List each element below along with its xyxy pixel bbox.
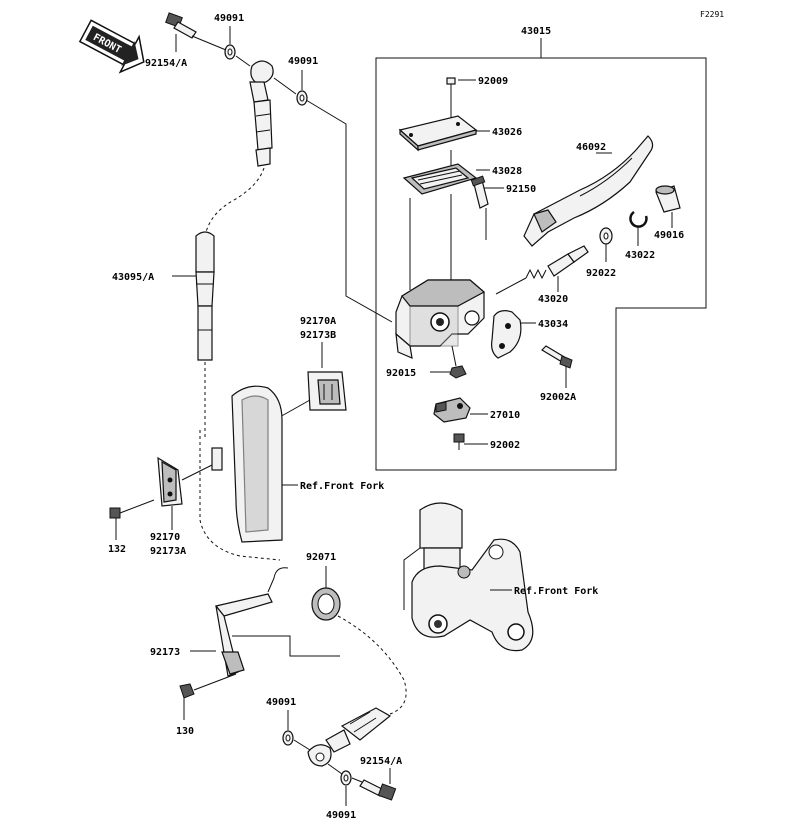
banjo-bolt-top bbox=[165, 12, 197, 39]
hose-fitting-top bbox=[249, 60, 274, 167]
brake-lever-46092 bbox=[523, 135, 654, 247]
callout-92150: 92150 bbox=[506, 184, 536, 195]
bracket-92170-92173A bbox=[157, 456, 183, 507]
screw-92002 bbox=[453, 433, 465, 450]
callout-27010: 27010 bbox=[490, 410, 520, 421]
piston-assembly-43020 bbox=[495, 245, 589, 295]
callout-92173: 92173 bbox=[150, 647, 180, 658]
washer-49091-d bbox=[340, 770, 352, 786]
switch-27010 bbox=[433, 397, 471, 423]
bleeder-92150 bbox=[470, 175, 489, 209]
fork-guard bbox=[231, 385, 283, 543]
callout-92173B: 92173B bbox=[300, 330, 336, 341]
callout-49091-d: 49091 bbox=[326, 810, 356, 821]
bolt-92002A bbox=[541, 345, 573, 369]
bolt-132 bbox=[109, 499, 155, 519]
washer-49091-c bbox=[282, 730, 294, 746]
callout-92170: 92170 bbox=[150, 532, 180, 543]
assembly-43015-outline bbox=[375, 57, 707, 471]
washer-49091-a bbox=[224, 44, 236, 60]
fork-lower-assembly bbox=[411, 502, 534, 652]
callout-49091-b: 49091 bbox=[288, 56, 318, 67]
callout-92009: 92009 bbox=[478, 76, 508, 87]
diaphragm-43028 bbox=[402, 163, 478, 195]
callout-43026: 43026 bbox=[492, 127, 522, 138]
boot-49016 bbox=[655, 185, 681, 213]
front-direction-badge: FRONT bbox=[78, 19, 145, 74]
callout-49091-a: 49091 bbox=[214, 13, 244, 24]
nut-92015 bbox=[449, 365, 467, 379]
callout-92154A-top: 92154/A bbox=[145, 58, 187, 69]
grommet-92071 bbox=[311, 587, 341, 621]
bracket-92170A-92173B bbox=[307, 371, 347, 411]
brake-hose-43095A bbox=[195, 231, 215, 361]
figure-code: F2291 bbox=[700, 10, 724, 19]
master-cylinder-body bbox=[395, 279, 486, 359]
ref-front-fork-1: Ref.Front Fork bbox=[300, 481, 384, 492]
callout-92173A: 92173A bbox=[150, 546, 186, 557]
callout-92002: 92002 bbox=[490, 440, 520, 451]
callout-43022: 43022 bbox=[625, 250, 655, 261]
callout-43095A: 43095/A bbox=[112, 272, 154, 283]
clamp-43034 bbox=[491, 310, 522, 359]
callout-49091-c: 49091 bbox=[266, 697, 296, 708]
callout-43028: 43028 bbox=[492, 166, 522, 177]
banjo-bolt-bottom bbox=[359, 779, 397, 801]
reservoir-cap-43026 bbox=[398, 115, 478, 152]
hose-fitting-bottom bbox=[307, 707, 392, 767]
callout-46092: 46092 bbox=[576, 142, 606, 153]
callout-92071: 92071 bbox=[306, 552, 336, 563]
callout-43020: 43020 bbox=[538, 294, 568, 305]
hose-bracket-92173 bbox=[214, 567, 289, 677]
callout-92170A: 92170A bbox=[300, 316, 336, 327]
callout-92015: 92015 bbox=[386, 368, 416, 379]
callout-132: 132 bbox=[108, 544, 126, 555]
washer-92022 bbox=[599, 227, 613, 245]
callout-43034: 43034 bbox=[538, 319, 568, 330]
ref-front-fork-2: Ref.Front Fork bbox=[514, 586, 598, 597]
callout-43015: 43015 bbox=[521, 26, 551, 37]
washer-49091-b bbox=[296, 90, 308, 106]
screw-92009 bbox=[446, 77, 456, 96]
callout-92154A-bot: 92154/A bbox=[360, 756, 402, 767]
callout-92002A: 92002A bbox=[540, 392, 576, 403]
callout-49016: 49016 bbox=[654, 230, 684, 241]
circlip-43022 bbox=[629, 210, 648, 228]
bolt-130 bbox=[179, 683, 195, 699]
callout-92022: 92022 bbox=[586, 268, 616, 279]
callout-130: 130 bbox=[176, 726, 194, 737]
